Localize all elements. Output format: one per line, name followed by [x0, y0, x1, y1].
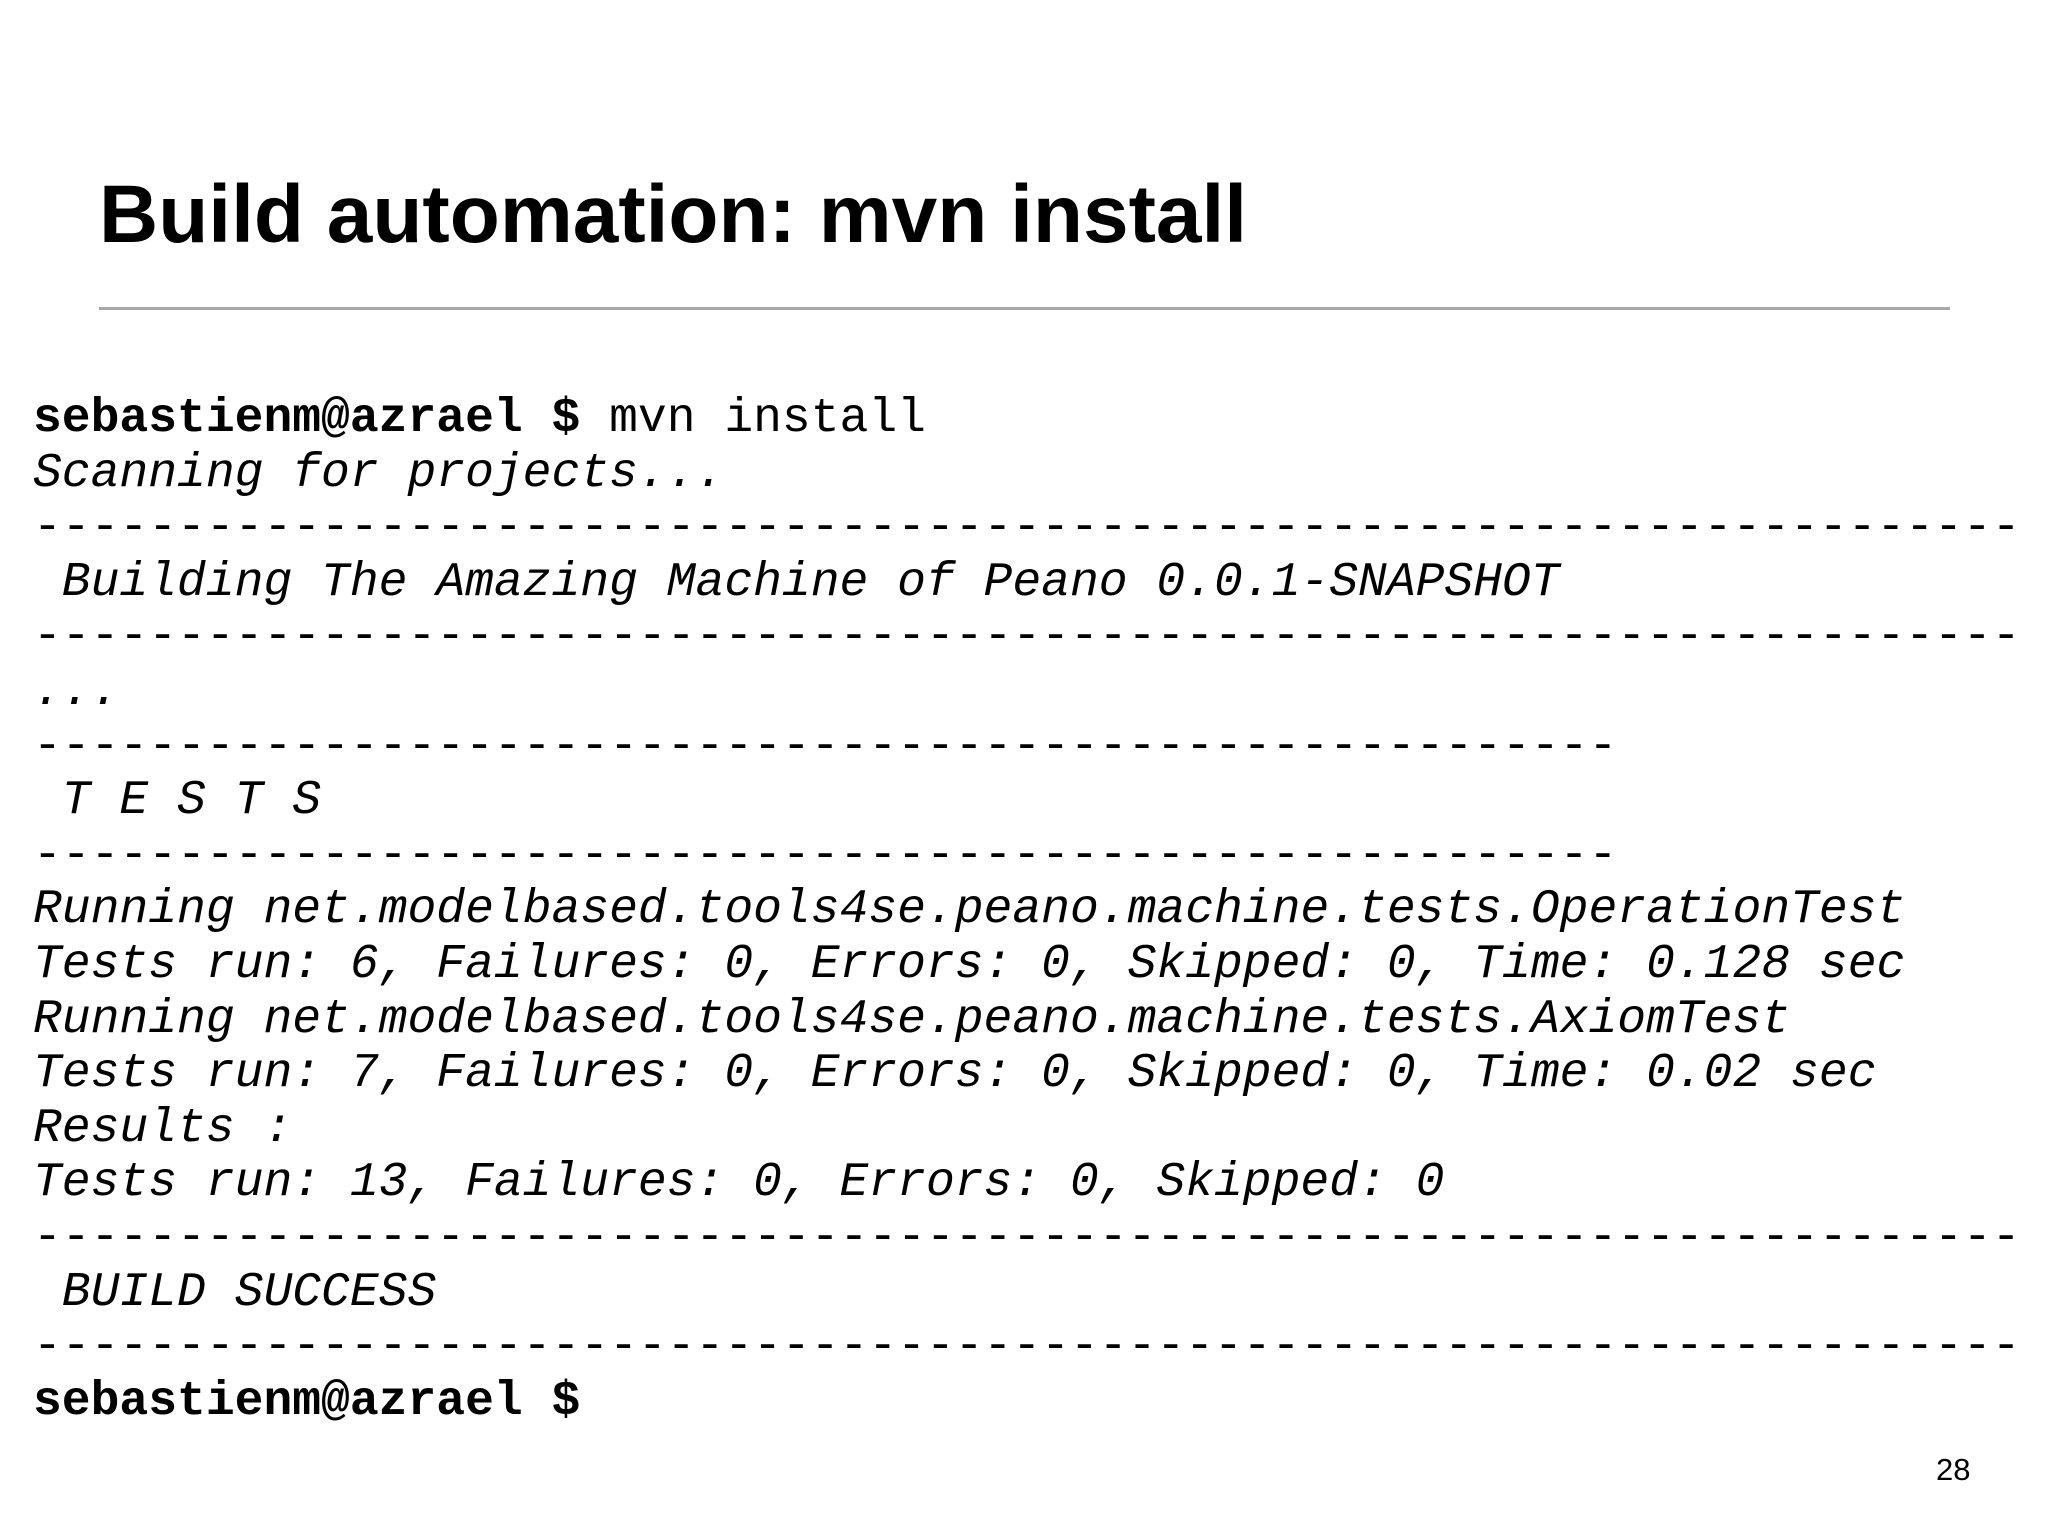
- terminal-line-prompt: sebastienm@azrael $: [33, 1375, 2021, 1430]
- terminal-line-separator: ----------------------------------------…: [33, 1211, 2021, 1266]
- terminal-text-segment: sebastienm@azrael $: [33, 392, 581, 446]
- terminal-text-segment: ----------------------------------------…: [33, 501, 2021, 556]
- terminal-text-segment: Tests run: 6, Failures: 0, Errors: 0, Sk…: [33, 937, 1906, 992]
- page-title-prefix: Build automation:: [99, 169, 819, 260]
- terminal-line-output: Running net.modelbased.tools4se.peano.ma…: [33, 993, 2021, 1048]
- terminal-text-segment: Scanning for projects...: [33, 446, 725, 501]
- terminal-text-segment: mvn install: [580, 392, 926, 446]
- terminal-line-output: Scanning for projects...: [33, 447, 2021, 502]
- title-divider: [99, 307, 1950, 310]
- terminal-text-segment: Building The Amazing Machine of Peano 0.…: [33, 555, 1560, 610]
- terminal-line-separator: ----------------------------------------…: [33, 610, 2021, 665]
- terminal-text-segment: ----------------------------------------…: [33, 719, 1618, 774]
- page-number: 28: [1936, 1452, 1971, 1487]
- page-title: Build automation: mvn install: [99, 170, 1247, 260]
- terminal-line-output: ...: [33, 665, 2021, 720]
- terminal-text-segment: Tests run: 13, Failures: 0, Errors: 0, S…: [33, 1156, 1445, 1211]
- terminal-text-segment: Running net.modelbased.tools4se.peano.ma…: [33, 992, 1791, 1047]
- terminal-line-separator: ----------------------------------------…: [33, 1320, 2021, 1375]
- terminal-line-output: Results :: [33, 1102, 2021, 1157]
- terminal-line-output: Building The Amazing Machine of Peano 0.…: [33, 556, 2021, 611]
- terminal-line-output: Tests run: 7, Failures: 0, Errors: 0, Sk…: [33, 1047, 2021, 1102]
- terminal-text-segment: T E S T S: [33, 774, 322, 829]
- terminal-line-separator: ----------------------------------------…: [33, 829, 2021, 884]
- terminal-line-prompt: sebastienm@azrael $ mvn install: [33, 392, 2021, 447]
- terminal-line-output: BUILD SUCCESS: [33, 1266, 2021, 1321]
- terminal-text-segment: BUILD SUCCESS: [33, 1265, 437, 1320]
- terminal-text-segment: Running net.modelbased.tools4se.peano.ma…: [33, 883, 1906, 938]
- terminal-line-output: Tests run: 13, Failures: 0, Errors: 0, S…: [33, 1156, 2021, 1211]
- terminal-text-segment: ----------------------------------------…: [33, 1320, 2021, 1375]
- terminal-text-segment: sebastienm@azrael $: [33, 1374, 581, 1429]
- terminal-text-segment: ----------------------------------------…: [33, 828, 1618, 883]
- terminal-text-segment: ----------------------------------------…: [33, 610, 2021, 665]
- terminal-line-output: Tests run: 6, Failures: 0, Errors: 0, Sk…: [33, 938, 2021, 993]
- terminal-text-segment: Tests run: 7, Failures: 0, Errors: 0, Sk…: [33, 1047, 1877, 1102]
- page-title-emphasis: mvn install: [818, 169, 1248, 260]
- terminal-text-segment: Results :: [33, 1101, 293, 1156]
- terminal-line-separator: ----------------------------------------…: [33, 720, 2021, 775]
- terminal-line-separator: ----------------------------------------…: [33, 501, 2021, 556]
- terminal-text-segment: ...: [33, 664, 120, 719]
- terminal-line-output: Running net.modelbased.tools4se.peano.ma…: [33, 883, 2021, 938]
- terminal-text-segment: ----------------------------------------…: [33, 1210, 2021, 1265]
- terminal-line-output: T E S T S: [33, 774, 2021, 829]
